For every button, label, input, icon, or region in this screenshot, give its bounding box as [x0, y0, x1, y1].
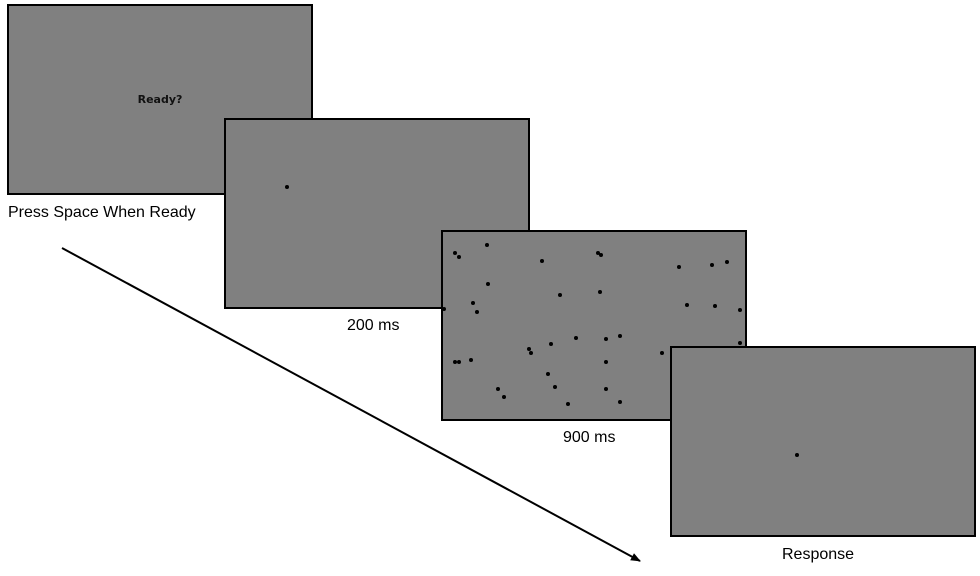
caption-dots-duration: 900 ms [563, 429, 616, 446]
stimulus-dot [604, 337, 608, 341]
stimulus-dot [442, 307, 446, 311]
stimulus-dot [596, 251, 600, 255]
stimulus-dot [604, 387, 608, 391]
stimulus-dot [599, 253, 603, 257]
stimulus-dot [710, 263, 714, 267]
stimulus-dot [457, 255, 461, 259]
caption-press-space: Press Space When Ready [8, 204, 196, 221]
fixation-dot [795, 453, 799, 457]
stimulus-dot [529, 351, 533, 355]
caption-fixation-duration: 200 ms [347, 317, 400, 334]
stimulus-dot [618, 400, 622, 404]
stimulus-dot [475, 310, 479, 314]
stimulus-dot [660, 351, 664, 355]
stimulus-dot [553, 385, 557, 389]
stimulus-dot [549, 342, 553, 346]
stimulus-dot [485, 243, 489, 247]
stimulus-dot [453, 251, 457, 255]
stimulus-dot [738, 308, 742, 312]
stimulus-dot [546, 372, 550, 376]
ready-prompt: Ready? [137, 93, 183, 106]
stimulus-dot [598, 290, 602, 294]
stimulus-dot [677, 265, 681, 269]
stimulus-dot [469, 358, 473, 362]
stimulus-dot [486, 282, 490, 286]
stimulus-dot [496, 387, 500, 391]
stimulus-dot [725, 260, 729, 264]
stimulus-dot [558, 293, 562, 297]
stimulus-dot [471, 301, 475, 305]
time-arrow-line [61, 247, 641, 562]
stimulus-dot [540, 259, 544, 263]
stimulus-dot [502, 395, 506, 399]
fixation-dot [285, 185, 289, 189]
stimulus-dot [566, 402, 570, 406]
stimulus-dot [713, 304, 717, 308]
stimulus-dot [574, 336, 578, 340]
stimulus-dot [685, 303, 689, 307]
stimulus-dot [453, 360, 457, 364]
stimulus-dot [604, 360, 608, 364]
stimulus-dot [738, 341, 742, 345]
stimulus-dot [457, 360, 461, 364]
stimulus-dot [527, 347, 531, 351]
caption-response: Response [782, 546, 855, 563]
stimulus-dot [618, 334, 622, 338]
response-screen [670, 346, 976, 537]
